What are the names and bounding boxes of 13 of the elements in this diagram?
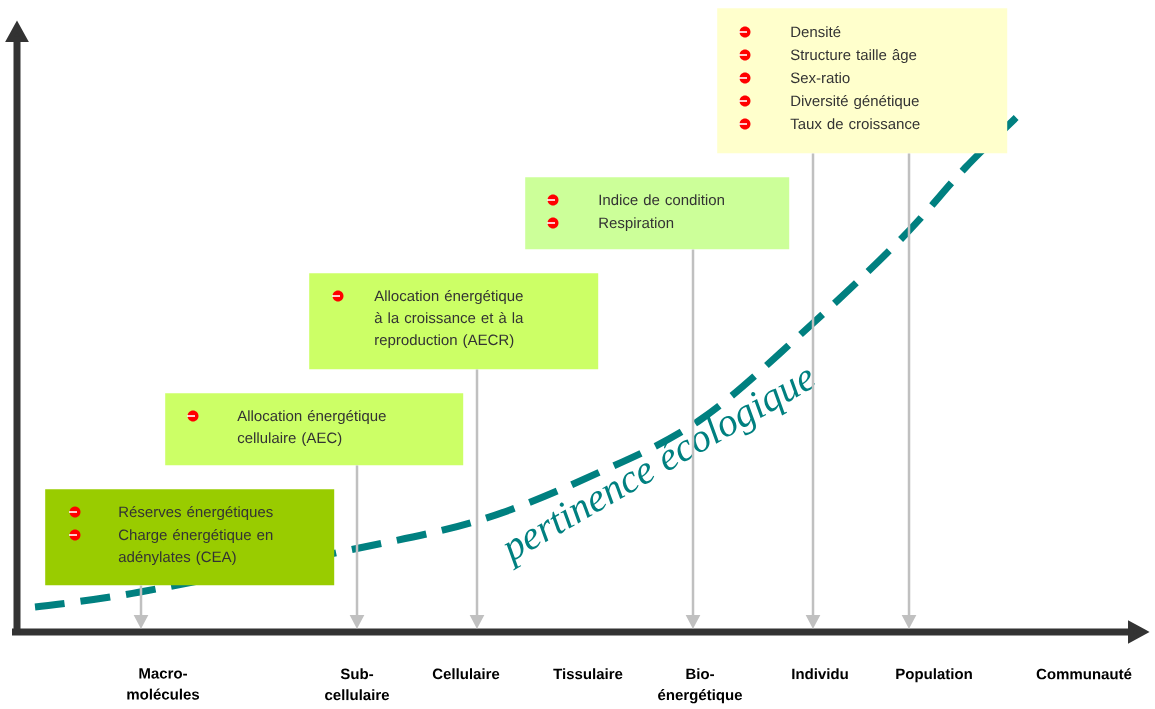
level-label: Bio- énergétique	[658, 668, 742, 704]
text-box: Allocation énergétique à la croissance et à la reproduction (AECR)	[309, 273, 599, 370]
level-label: Macro- molécules	[127, 668, 200, 700]
level-label: Communauté	[1036, 668, 1132, 680]
level-label: Sub- cellulaire	[325, 668, 389, 701]
level-label: Individu	[792, 668, 848, 680]
level-label: Population	[896, 668, 972, 683]
level-label: Tissulaire	[553, 668, 623, 680]
text-box: Indice de condition Respiration	[525, 177, 790, 250]
level-label: Cellulaire	[432, 668, 500, 680]
text-box: Densité Structure taille âge Sex-ratio Diversité génétique Taux de croissance	[717, 8, 1008, 154]
text-box: Réserves énergétiques Charge énergétique en adénylates (CEA)	[45, 489, 335, 586]
text-box: Allocation énergétique cellulaire (AEC)	[165, 393, 464, 466]
